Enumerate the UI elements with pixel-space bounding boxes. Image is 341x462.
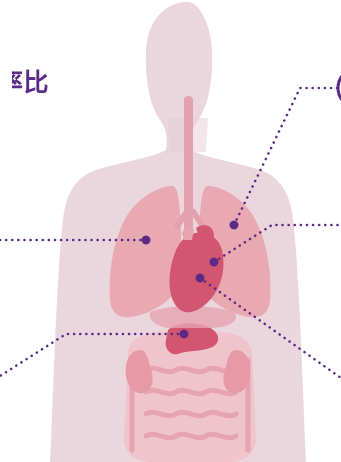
dot-abdomen (196, 274, 205, 283)
dot-stomach (180, 330, 189, 339)
dot-right-lung (142, 236, 151, 245)
dot-left-lung (230, 221, 239, 230)
dot-heart (210, 258, 219, 267)
